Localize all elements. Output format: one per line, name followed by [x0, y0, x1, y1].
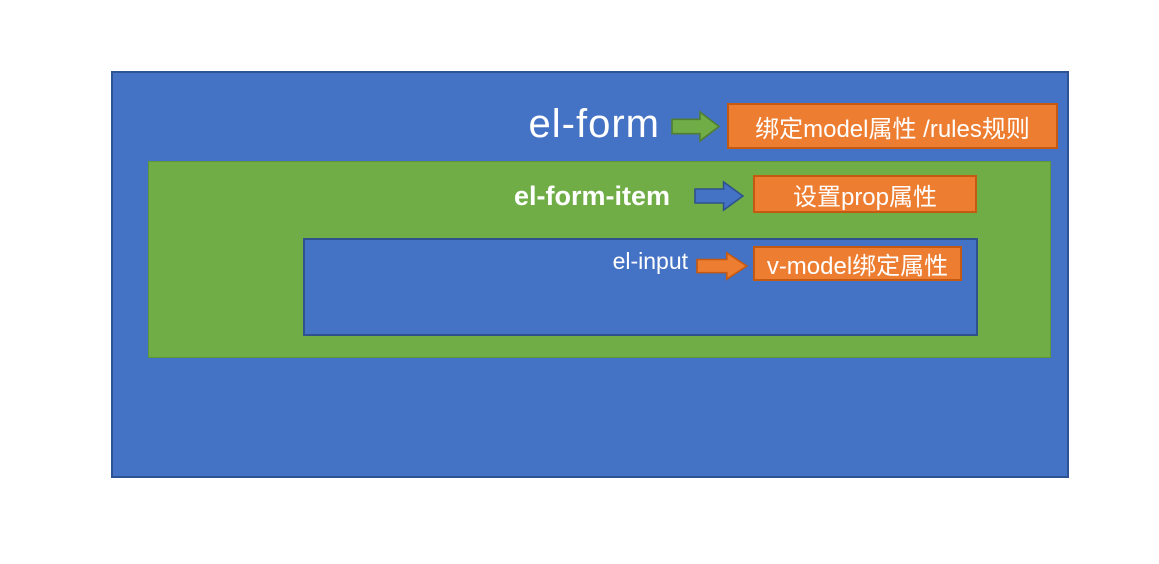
el-form-label: el-form [528, 102, 660, 146]
el-form-item-annotation-box: 设置prop属性 [753, 175, 977, 213]
el-input-annotation-text: v-model绑定属性 [766, 253, 949, 280]
green-right-arrow-icon [671, 110, 721, 143]
el-form-annotation-box: 绑定model属性 /rules规则 [727, 103, 1058, 149]
el-form-item-annotation-text: 设置prop属性 [792, 183, 938, 211]
el-form-item-label: el-form-item [513, 181, 670, 211]
el-form-annotation-text: 绑定model属性 /rules规则 [755, 115, 1030, 143]
el-input-annotation-box: v-model绑定属性 [753, 246, 962, 281]
blue-right-arrow-icon [694, 180, 745, 212]
el-input-label: el-input [612, 248, 688, 274]
orange-right-arrow-icon [696, 251, 749, 281]
